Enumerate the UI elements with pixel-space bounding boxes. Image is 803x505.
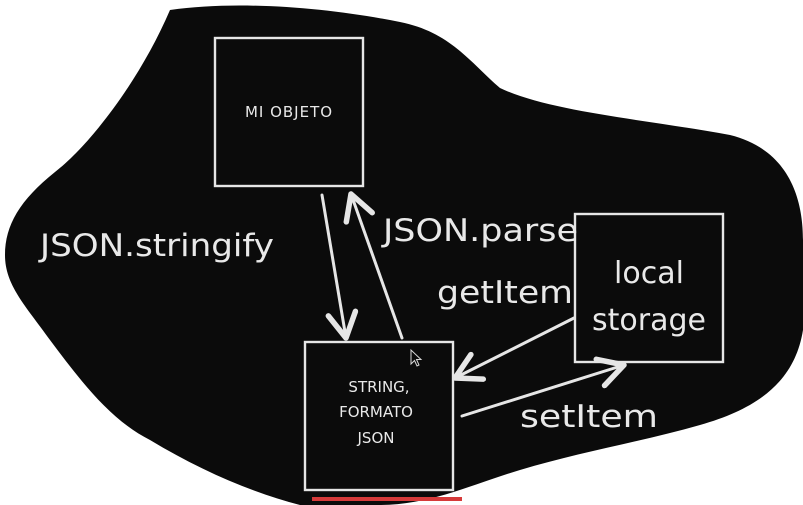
- node-local-storage-label-line-2: storage: [592, 303, 706, 338]
- arrow-get-item: [452, 316, 576, 382]
- node-string-label-line-2: FORMATO: [339, 403, 413, 421]
- edge-label-set-item: setItem: [520, 399, 658, 435]
- node-mi-objeto-label: MI OBJETO: [245, 103, 333, 121]
- accent-bar: [312, 497, 462, 501]
- node-local-storage: local storage: [573, 212, 725, 364]
- edge-label-parse: JSON.parse: [381, 213, 578, 249]
- arrow-parse: [343, 191, 404, 340]
- node-local-storage-label-line-1: local: [614, 256, 684, 291]
- edge-label-get-item: getItem: [437, 275, 573, 311]
- arrow-set-item: [460, 356, 627, 418]
- mouse-cursor-icon: [410, 348, 423, 367]
- node-mi-objeto: MI OBJETO: [213, 36, 365, 188]
- edge-label-stringify: JSON.stringify: [38, 228, 274, 264]
- arrow-stringify: [320, 193, 359, 341]
- node-string-label-line-1: STRING,: [348, 378, 409, 396]
- node-string-formato-json: STRING, FORMATO JSON: [303, 340, 455, 492]
- node-string-label-line-3: JSON: [357, 429, 395, 447]
